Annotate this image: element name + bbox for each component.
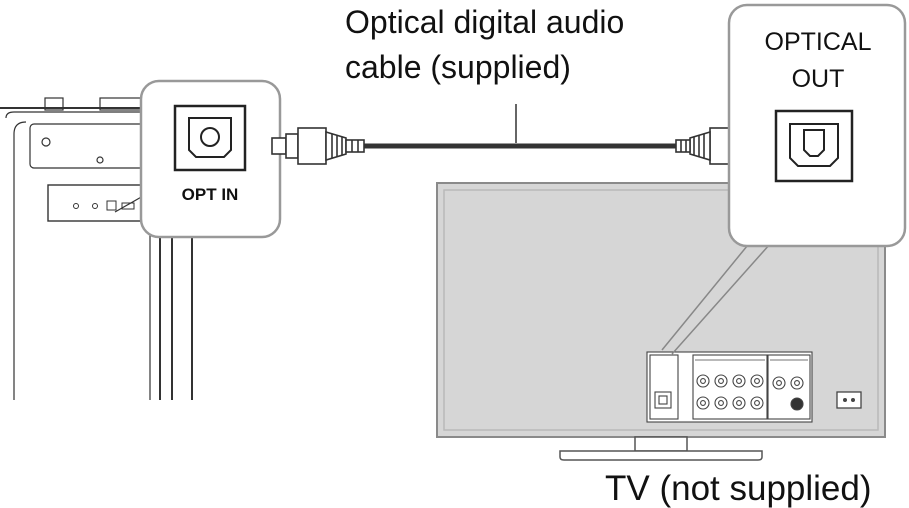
- plug-left-body: [297, 127, 327, 165]
- speaker-jack-2: [92, 203, 98, 209]
- speaker-screw-right: [96, 156, 104, 164]
- plug-right-strain: [689, 130, 711, 162]
- tv-callout-line-1: [661, 239, 753, 351]
- optical-out-port-inner: [789, 123, 839, 167]
- opt-in-port-outer: [173, 104, 247, 172]
- speaker-top-button: [44, 97, 64, 111]
- tv-connector-panel: [646, 351, 813, 423]
- speaker-opt-port-small: [106, 200, 117, 211]
- plug-left-strain: [325, 130, 347, 162]
- cable-plug-left: [271, 127, 365, 165]
- speaker-port-small: [121, 202, 135, 210]
- speaker-outline: [0, 107, 161, 400]
- plug-left-tip: [271, 137, 287, 155]
- speaker-screw-left: [41, 137, 51, 147]
- opt-in-port-hole: [200, 127, 220, 147]
- tv-label: TV (not supplied): [605, 469, 872, 508]
- tv-ac-pin-1: [843, 398, 847, 402]
- cable-label-line-1: Optical digital audio: [345, 4, 624, 40]
- plug-left-boot: [345, 139, 365, 153]
- plug-right-boot: [675, 139, 691, 153]
- speaker-rear-panel: [47, 184, 154, 222]
- tv-stand-base: [559, 450, 763, 461]
- tv-ac-inlet: [836, 391, 862, 409]
- speaker-edge-left: [13, 121, 27, 400]
- optical-cable: Optical digital audio cable (supplied): [271, 4, 765, 165]
- cable-label-line-2: cable (supplied): [345, 49, 571, 85]
- optical-out-callout: OPTICAL OUT: [727, 3, 907, 248]
- opt-in-callout: OPT IN: [139, 79, 282, 239]
- plug-left-collar: [285, 133, 299, 159]
- tv-neck: [634, 436, 688, 452]
- optical-out-label-line-2: OUT: [792, 65, 845, 93]
- speaker-jack-1: [73, 203, 79, 209]
- tv-svideo-port: [790, 397, 804, 411]
- optical-out-port-outer: [774, 109, 854, 183]
- tv-ac-pin-2: [851, 398, 855, 402]
- tv-optical-port-small: [654, 391, 672, 409]
- tv-screen-inner: [443, 189, 879, 431]
- optical-out-port-shutter: [803, 129, 825, 157]
- opt-in-port-inner: [188, 117, 232, 158]
- optical-out-label-line-1: OPTICAL: [765, 28, 872, 56]
- tv-rca-jacks: [696, 374, 764, 410]
- tv-callout-line-2: [671, 243, 771, 355]
- tv-optical-section: [649, 354, 679, 420]
- speaker-inner-outline: [5, 111, 151, 400]
- opt-in-label: OPT IN: [182, 185, 239, 204]
